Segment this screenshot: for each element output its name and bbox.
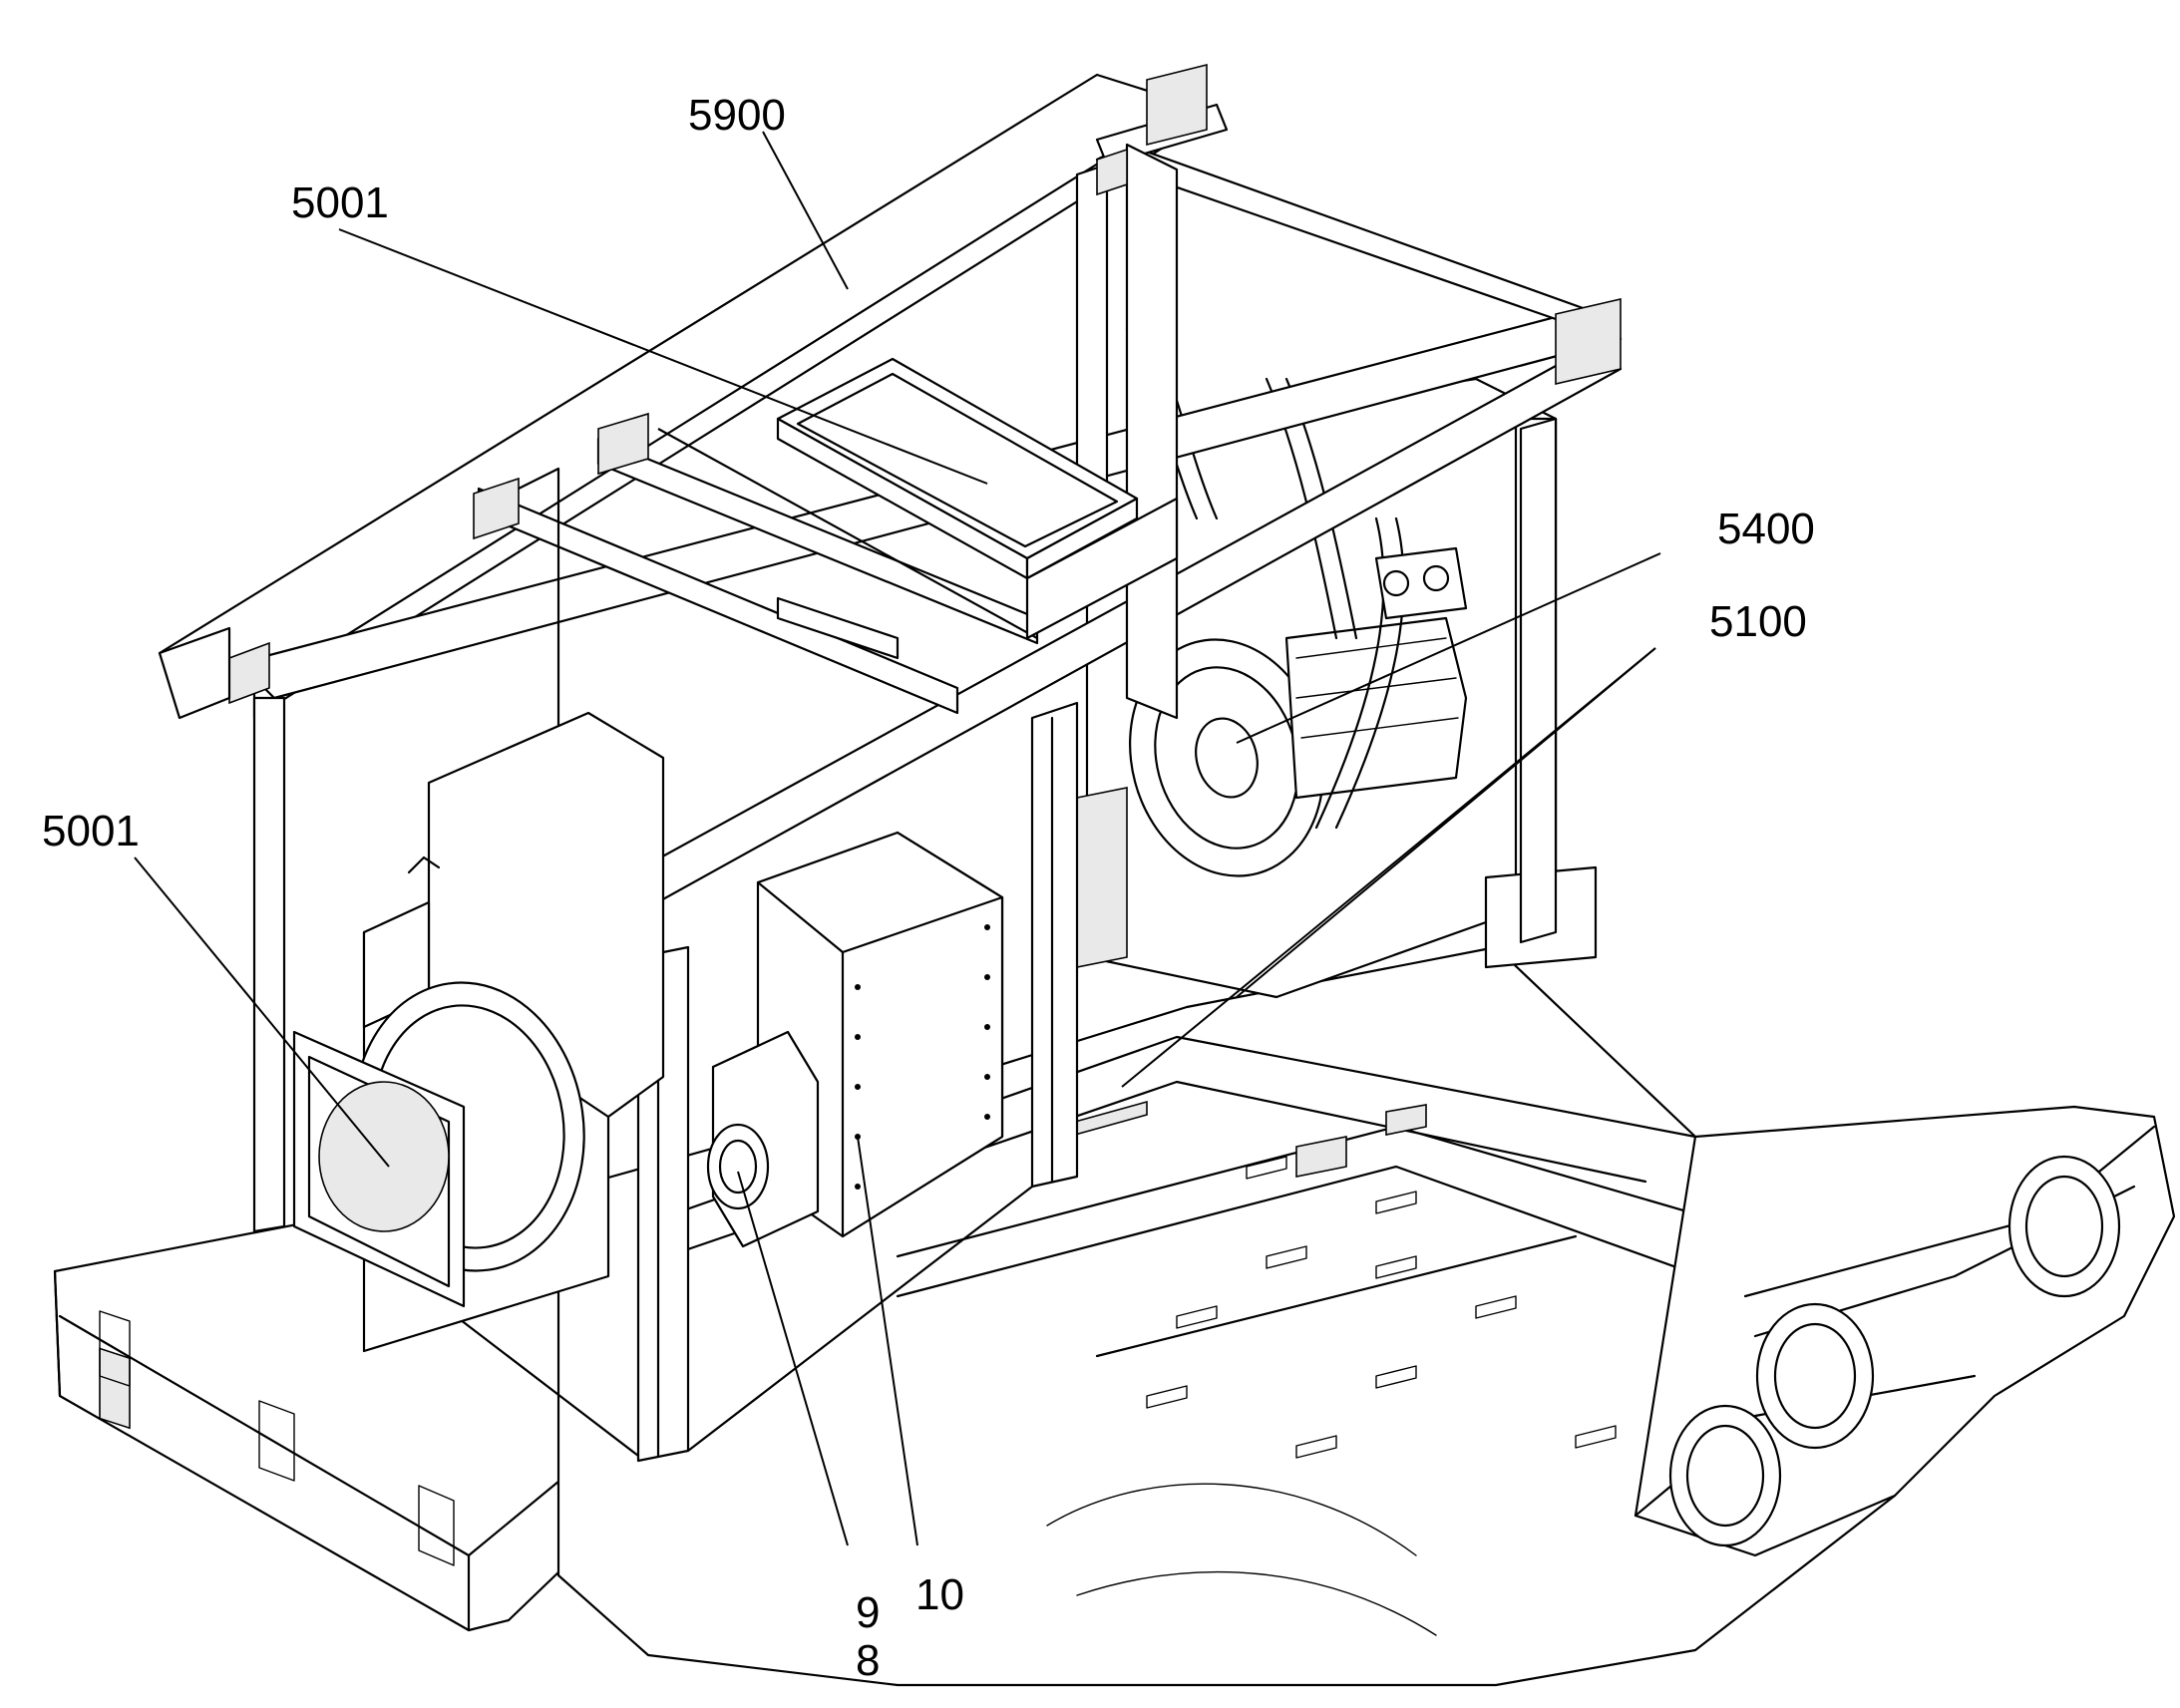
leader-9: [737, 1171, 849, 1546]
boom-pivot-bores: [1668, 1155, 2121, 1547]
leader-lines: [134, 131, 1661, 1546]
inlet-housing: [706, 1030, 820, 1248]
leader-5100-b: [1236, 647, 1656, 998]
deck-tabs: [1056, 1100, 1617, 1459]
callout-10: 10: [915, 1570, 964, 1619]
callout-9: 9: [856, 1588, 880, 1637]
callout-8: 8: [856, 1636, 880, 1685]
callout-5900: 5900: [688, 91, 786, 140]
intake-frame-left: [292, 1030, 466, 1308]
leader-5400: [1236, 552, 1661, 744]
leader-5001-top: [338, 228, 988, 485]
leader-5001-left: [134, 856, 390, 1168]
callout-5400: 5400: [1717, 505, 1815, 553]
callout-5100: 5100: [1709, 597, 1807, 646]
air-cleaner-box: [756, 831, 1004, 1238]
callout-5001-top: 5001: [291, 178, 389, 227]
leader-5900: [762, 131, 849, 290]
callout-5001-left: 5001: [42, 807, 140, 855]
callout-labels: 5900 5001 5001 5400 5100 9 8 10: [42, 91, 1815, 1685]
intake-hood-top: [776, 357, 1179, 640]
leader-10: [857, 1136, 918, 1546]
upper-frame: [158, 63, 1623, 1463]
